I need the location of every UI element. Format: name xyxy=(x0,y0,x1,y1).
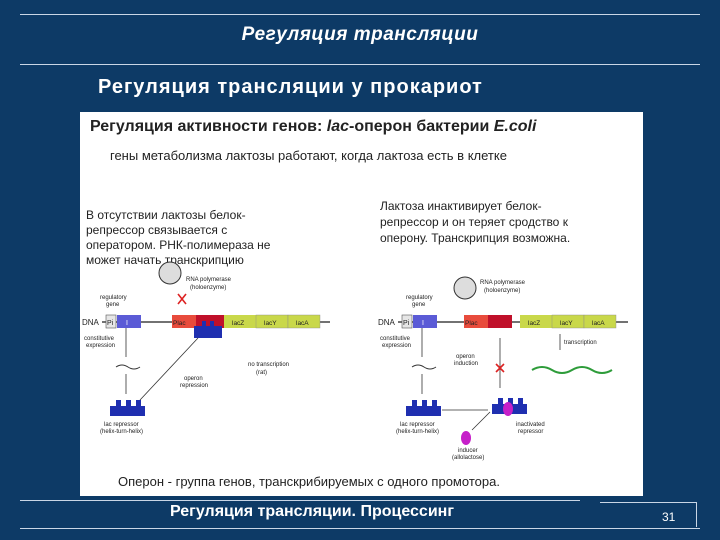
gene-i-right xyxy=(413,315,437,328)
mrna-squiggle-right xyxy=(411,364,437,370)
bound-inducer xyxy=(503,402,513,416)
lac-rep-label-left: lac repressor xyxy=(104,422,139,428)
holo-label-right: (holoenzyme) xyxy=(484,288,520,294)
lacz-label-right: lacZ xyxy=(528,320,540,327)
left-caption-line: репрессор связывается с xyxy=(86,223,228,237)
right-caption-line: оперону. Транскрипция возможна. xyxy=(380,231,571,245)
gene-i-label-left: I xyxy=(126,320,128,327)
holo-label-left: (holoenzyme) xyxy=(190,285,226,291)
header-title: Регуляция трансляции xyxy=(241,24,479,45)
operon-diagram: RNA polymerase (holoenzyme) regulatory g… xyxy=(82,261,628,461)
right-caption-line: репрессор и он теряет сродство к xyxy=(380,215,568,229)
left-caption-line: может начать транскрипцию xyxy=(86,253,244,267)
laca-box-right xyxy=(583,314,617,329)
lac-rep-label-right-2: (helix-turn-helix) xyxy=(396,429,439,435)
inducer-label-2: (allolactose) xyxy=(452,455,484,461)
operator-right xyxy=(488,315,512,328)
left-caption-line: оператором. РНК-полимераза не xyxy=(86,238,271,252)
lacz-label-left: lacZ xyxy=(232,320,244,327)
free-inducer xyxy=(461,431,471,445)
lac-rep-label-left-2: (helix-turn-helix) xyxy=(100,429,143,435)
title-rule xyxy=(20,64,700,65)
bound-repressor-left xyxy=(194,321,222,338)
constitutive-label-left: constitutive xyxy=(84,336,115,342)
mrna-transcript xyxy=(531,366,613,374)
plac-box-right xyxy=(464,315,488,328)
inducer-label: inducer xyxy=(458,448,478,454)
pi-box-left xyxy=(105,314,117,329)
free-repressor-left xyxy=(110,400,145,416)
slide-number-box xyxy=(600,502,697,527)
inact-label-2: repressor xyxy=(518,429,543,435)
right-caption: Лактоза инактивирует белок- репрессор и … xyxy=(380,198,570,246)
left-caption: В отсутствии лактозы белок- репрессор св… xyxy=(86,208,270,268)
lac-operon-figure: Регуляция активности генов: lac-оперон б… xyxy=(80,112,643,496)
constitutive-label-right: constitutive xyxy=(380,336,411,342)
heading-mid: -оперон бактерии xyxy=(349,118,494,135)
laca-label-left: lacA xyxy=(296,320,309,327)
op-ind-label-2: induction xyxy=(454,361,478,367)
lacz-box-right xyxy=(520,315,552,328)
reg-gene-label-right: regulatory xyxy=(406,295,433,301)
figure-footer: Оперон - группа генов, транскрибируемых … xyxy=(118,474,500,489)
pi-label-right: Pi xyxy=(403,320,410,327)
op-rep-label-2: repression xyxy=(180,383,208,389)
rna-pol-label-right: RNA polymerase xyxy=(480,280,526,286)
constitutive-label-left-2: expression xyxy=(86,343,115,349)
laca-label-right: lacA xyxy=(592,320,605,327)
rna-polymerase-left xyxy=(158,261,182,285)
pi-box-right xyxy=(401,314,413,329)
rna-polymerase-right xyxy=(453,276,477,300)
figure-heading: Регуляция активности генов: lac-оперон б… xyxy=(90,118,536,136)
left-caption-line: В отсутствии лактозы белок- xyxy=(86,208,246,222)
slide-number: 31 xyxy=(662,510,676,524)
gene-i-left xyxy=(117,315,141,328)
lacy-label-left: lacY xyxy=(264,320,277,327)
bottom-caption: Регуляция трансляции. Процессинг xyxy=(170,503,454,520)
heading-lac: lac xyxy=(326,118,349,135)
op-rep-label: operon xyxy=(184,376,203,382)
reg-gene-label-left: regulatory xyxy=(100,295,127,301)
inact-label: inactivated xyxy=(516,422,545,428)
free-repressor-right xyxy=(406,400,441,416)
plac-label-left: Plac xyxy=(173,320,186,327)
plac-box-left xyxy=(172,315,196,328)
repression-arrow xyxy=(139,337,199,401)
bottom-rule-2 xyxy=(20,528,700,529)
gene-i-label-right: I xyxy=(422,320,424,327)
top-rule xyxy=(20,14,700,15)
lac-rep-label-right: lac repressor xyxy=(400,422,435,428)
right-caption-line: Лактоза инактивирует белок- xyxy=(380,199,542,213)
laca-box-left xyxy=(287,314,321,329)
slide-subtitle: Регуляция трансляции у прокариот xyxy=(98,76,483,98)
rna-pol-label-left: RNA polymerase xyxy=(186,277,232,283)
dna-label-right: DNA xyxy=(378,318,396,327)
no-tx-label-2: (rat) xyxy=(256,370,267,376)
arrow-line xyxy=(471,411,491,431)
no-tx-label: no transcription xyxy=(248,362,289,368)
plac-label-right: Plac xyxy=(465,320,478,327)
dna-label-left: DNA xyxy=(82,318,100,327)
reg-gene-label-right-2: gene xyxy=(412,302,426,308)
lacz-box-left xyxy=(224,315,256,328)
figure-line2: гены метаболизма лактозы работают, когда… xyxy=(110,148,507,163)
blocked-x-icon xyxy=(495,363,505,373)
heading-species: E.coli xyxy=(493,118,537,135)
bottom-rule xyxy=(20,500,580,501)
mrna-squiggle-left xyxy=(115,364,141,370)
transcription-label: transcription xyxy=(564,340,597,346)
pi-label-left: Pi xyxy=(107,320,114,327)
op-ind-label: operon xyxy=(456,354,475,360)
reg-gene-label-left-2: gene xyxy=(106,302,120,308)
constitutive-label-right-2: expression xyxy=(382,343,411,349)
heading-prefix: Регуляция активности генов: xyxy=(90,118,327,135)
blocked-x-icon xyxy=(177,293,187,305)
lacy-label-right: lacY xyxy=(560,320,573,327)
